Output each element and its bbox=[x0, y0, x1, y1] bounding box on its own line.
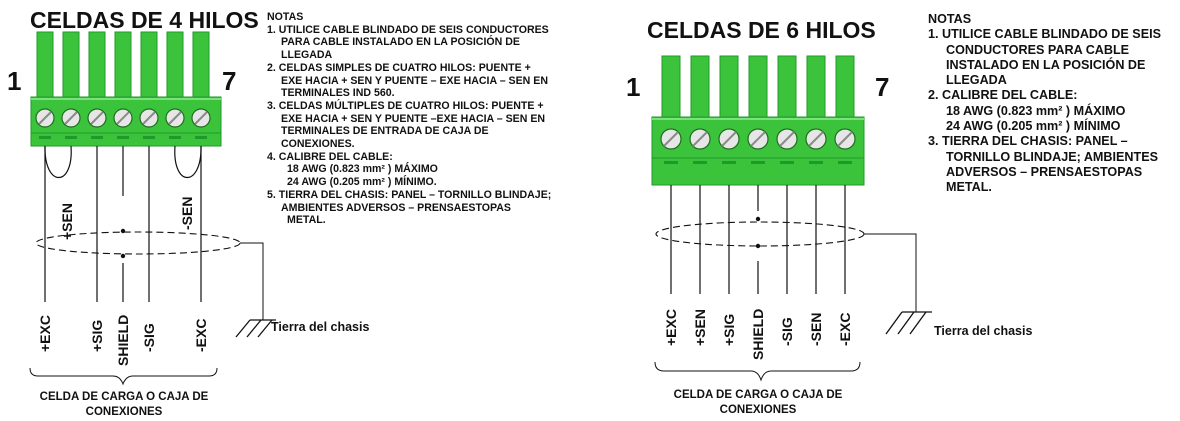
note-line: 3. TIERRA DEL CHASIS: PANEL – bbox=[928, 134, 1128, 149]
caption-6-wire-line2: CONEXIONES bbox=[720, 404, 797, 416]
pin-7-label-left: 7 bbox=[222, 66, 236, 96]
note-line: 1. UTILICE CABLE BLINDADO DE SEIS bbox=[928, 27, 1162, 42]
note-3-6-wire: 3. TIERRA DEL CHASIS: PANEL –TORNILLO BL… bbox=[928, 134, 1161, 195]
note-line: TORNILLO BLINDAJE; AMBIENTES bbox=[946, 149, 1158, 164]
ground-symbol-4-wire bbox=[235, 319, 276, 338]
wire-label: -EXC bbox=[193, 319, 209, 352]
shield-gap-6-wire bbox=[754, 211, 762, 261]
note-line: METAL. bbox=[946, 180, 992, 195]
note-line: 24 AWG (0.205 mm² ) MÍNIMO. bbox=[287, 176, 437, 189]
note-line: 24 AWG (0.205 mm² ) MÍNIMO bbox=[946, 119, 1121, 134]
note-line: 3. CELDAS MÚLTIPLES DE CUATRO HILOS: PUE… bbox=[267, 99, 544, 112]
notes-heading-4-wire: NOTAS bbox=[267, 11, 304, 23]
wire-labels-4-wire: +EXC +SIG SHIELD -SIG -EXC bbox=[37, 315, 209, 366]
note-2-6-wire: 2. CALIBRE DEL CABLE:18 AWG (0.823 mm² )… bbox=[928, 88, 1161, 134]
note-line: 2. CELDAS SIMPLES DE CUATRO HILOS: PUENT… bbox=[267, 61, 531, 74]
wire-label: +EXC bbox=[663, 309, 679, 346]
pin-1-label-left: 1 bbox=[7, 66, 21, 96]
note-line: LLEGADA bbox=[281, 49, 333, 62]
caption-4-wire-line2: CONEXIONES bbox=[86, 406, 163, 418]
note-line: 18 AWG (0.823 mm² ) MÁXIMO bbox=[946, 103, 1126, 118]
pin-1-label-right: 1 bbox=[626, 72, 640, 102]
ground-label-4-wire: Tierra del chasis bbox=[271, 320, 369, 334]
terminal-block-4-wire bbox=[30, 31, 222, 147]
title-4-wire: CELDAS DE 4 HILOS bbox=[30, 7, 259, 33]
wire-label: SHIELD bbox=[115, 315, 131, 366]
ground-label-6-wire: Tierra del chasis bbox=[934, 324, 1032, 338]
shield-dot-bottom-6-wire bbox=[755, 243, 761, 249]
brace-6-wire bbox=[654, 361, 861, 382]
title-6-wire: CELDAS DE 6 HILOS bbox=[647, 17, 876, 43]
note-3-4-wire: 3. CELDAS MÚLTIPLES DE CUATRO HILOS: PUE… bbox=[267, 100, 551, 151]
note-1-4-wire: 1. UTILICE CABLE BLINDADO DE SEIS CONDUC… bbox=[267, 24, 551, 62]
ground-lead-6-wire bbox=[864, 233, 917, 312]
note-line: INSTALADO EN LA POSICIÓN DE bbox=[946, 57, 1146, 72]
note-line: EXE HACIA + SEN Y PUENTE – EXE HACIA – S… bbox=[281, 74, 548, 87]
wire-label: +EXC bbox=[37, 315, 53, 352]
notes-heading-6-wire: NOTAS bbox=[928, 12, 972, 26]
wire-label: +SIG bbox=[721, 314, 737, 346]
note-line: 18 AWG (0.823 mm² ) MÁXIMO bbox=[287, 163, 438, 176]
pin-7-label-right: 7 bbox=[875, 72, 889, 102]
note-line: CONDUCTORES PARA CABLE bbox=[946, 42, 1130, 57]
wires-4-wire bbox=[44, 145, 202, 302]
note-line: TERMINALES DE ENTRADA DE CAJA DE bbox=[281, 125, 489, 138]
wire-label: -SIG bbox=[779, 317, 795, 346]
ground-lead-4-wire bbox=[240, 242, 264, 320]
ground-symbol-6-wire bbox=[885, 311, 932, 335]
wire-label-sen-plus-4-wire: +SEN bbox=[59, 203, 75, 240]
note-line: LLEGADA bbox=[946, 73, 1007, 88]
note-5-4-wire: 5. TIERRA DEL CHASIS: PANEL – TORNILLO B… bbox=[267, 189, 551, 227]
wire-labels-6-wire: +EXC +SEN +SIG SHIELD -SIG -SEN -EXC bbox=[663, 309, 853, 360]
note-line: 4. CALIBRE DEL CABLE: bbox=[267, 150, 393, 163]
note-line: EXE HACIA + SEN Y PUENTE –EXE HACIA – SE… bbox=[281, 112, 546, 125]
wires-6-wire bbox=[670, 185, 846, 294]
shield-dot-top-6-wire bbox=[755, 216, 761, 222]
wire-label: SHIELD bbox=[750, 309, 766, 360]
note-line: PARA CABLE INSTALADO EN LA POSICIÓN DE bbox=[281, 36, 520, 49]
brace-4-wire bbox=[29, 367, 218, 386]
note-line: METAL. bbox=[287, 214, 326, 227]
wire-label: -SEN bbox=[808, 313, 824, 346]
shield-dot-bottom-4-wire bbox=[120, 253, 126, 259]
wire-label: +SIG bbox=[89, 320, 105, 352]
note-line: 5. TIERRA DEL CHASIS: PANEL – TORNILLO B… bbox=[267, 188, 552, 201]
note-line: TERMINALES IND 560. bbox=[281, 87, 395, 100]
note-4-4-wire: 4. CALIBRE DEL CABLE:18 AWG (0.823 mm² )… bbox=[267, 151, 551, 189]
note-line: 1. UTILICE CABLE BLINDADO DE SEIS CONDUC… bbox=[267, 23, 549, 36]
note-2-4-wire: 2. CELDAS SIMPLES DE CUATRO HILOS: PUENT… bbox=[267, 62, 551, 100]
wire-label: -EXC bbox=[837, 313, 853, 346]
wire-label-sen-minus-4-wire: -SEN bbox=[179, 197, 195, 230]
wire-label: +SEN bbox=[692, 309, 708, 346]
caption-4-wire-line1: CELDA DE CARGA O CAJA DE bbox=[40, 391, 209, 403]
note-line: AMBIENTES ADVERSOS – PRENSAESTOPAS bbox=[281, 201, 511, 214]
terminal-block-6-wire bbox=[651, 55, 865, 186]
note-line: ADVERSOS – PRENSAESTOPAS bbox=[946, 164, 1143, 179]
note-line: 2. CALIBRE DEL CABLE: bbox=[928, 88, 1078, 103]
note-line: CONEXIONES. bbox=[281, 138, 355, 151]
wire-label: -SIG bbox=[141, 323, 157, 352]
caption-6-wire-line1: CELDA DE CARGA O CAJA DE bbox=[674, 389, 843, 401]
